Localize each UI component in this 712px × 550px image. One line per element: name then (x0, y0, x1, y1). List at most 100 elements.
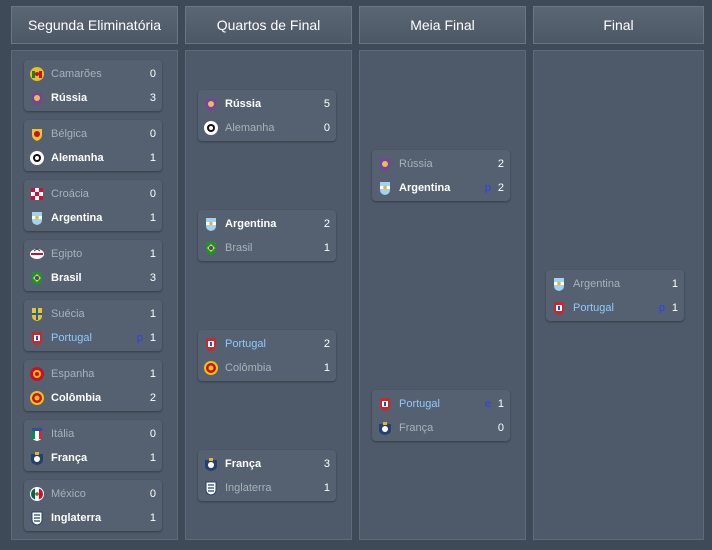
france-crest-icon (205, 458, 217, 471)
team-name[interactable]: França (225, 458, 262, 470)
team-row[interactable]: Argentina 1 (24, 206, 162, 230)
team-name[interactable]: Argentina (51, 212, 103, 224)
team-name[interactable]: México (51, 488, 86, 500)
team-name[interactable]: Brasil (225, 242, 253, 254)
team-row[interactable]: Alemanha 1 (24, 146, 162, 170)
team-name[interactable]: Camarões (51, 68, 102, 80)
team-score: 2 (149, 392, 156, 404)
team-score: 1 (149, 212, 156, 224)
team-name[interactable]: Rússia (51, 92, 88, 104)
team-score: 0 (149, 68, 156, 80)
team-name[interactable]: Colômbia (225, 362, 272, 374)
england-crest-icon (205, 481, 217, 496)
team-name[interactable]: Argentina (399, 182, 451, 194)
result-note: p (658, 302, 665, 314)
round-title: Quartos de Final (216, 17, 321, 33)
team-name[interactable]: Bélgica (51, 128, 88, 140)
team-row[interactable]: França 0 (372, 416, 510, 440)
team-row[interactable]: Bélgica 0 (24, 122, 162, 146)
team-name[interactable]: Alemanha (51, 152, 104, 164)
team-name[interactable]: Egipto (51, 248, 83, 260)
portugal-crest-icon (554, 302, 564, 315)
team-score: 1 (149, 152, 156, 164)
team-row[interactable]: Colômbia 1 (198, 356, 336, 380)
team-name[interactable]: Rússia (399, 158, 433, 170)
portugal-crest-icon (206, 338, 216, 351)
belgium-crest-icon (32, 129, 42, 141)
mexico-crest-icon (30, 487, 44, 501)
team-name[interactable]: Argentina (225, 218, 277, 230)
sweden-crest-icon (32, 308, 42, 321)
round-header-meia-final: Meia Final (359, 6, 526, 44)
portugal-crest-icon (32, 332, 42, 345)
team-score: 1 (323, 362, 330, 374)
team-name[interactable]: Portugal (573, 302, 614, 314)
team-name[interactable]: França (51, 452, 88, 464)
team-score: 1 (323, 482, 330, 494)
team-row[interactable]: Colômbia 2 (24, 386, 162, 410)
team-row[interactable]: Camarões 0 (24, 62, 162, 86)
argentina-crest-icon (380, 182, 390, 195)
team-name[interactable]: Portugal (225, 338, 266, 350)
team-name[interactable]: França (399, 422, 434, 434)
team-name[interactable]: Alemanha (225, 122, 275, 134)
team-name[interactable]: Rússia (225, 98, 262, 110)
team-name[interactable]: Colômbia (51, 392, 102, 404)
team-name[interactable]: Inglaterra (225, 482, 272, 494)
team-score: 0 (497, 422, 504, 434)
team-name[interactable]: Brasil (51, 272, 82, 284)
team-name[interactable]: Espanha (51, 368, 95, 380)
team-name[interactable]: Suécia (51, 308, 85, 320)
team-name[interactable]: Inglaterra (51, 512, 102, 524)
team-name[interactable]: Croácia (51, 188, 89, 200)
team-row[interactable]: Alemanha 0 (198, 116, 336, 140)
team-name[interactable]: Portugal (399, 398, 440, 410)
france-crest-icon (379, 422, 391, 435)
team-score: 0 (149, 128, 156, 140)
team-score: 0 (323, 122, 330, 134)
team-name[interactable]: Portugal (51, 332, 92, 344)
russia-crest-icon (380, 159, 390, 171)
team-name[interactable]: Argentina (573, 278, 621, 290)
team-name[interactable]: Itália (51, 428, 75, 440)
team-score: 1 (497, 398, 504, 410)
round-column-meia-final (359, 50, 526, 540)
team-row[interactable]: Inglaterra 1 (198, 476, 336, 500)
